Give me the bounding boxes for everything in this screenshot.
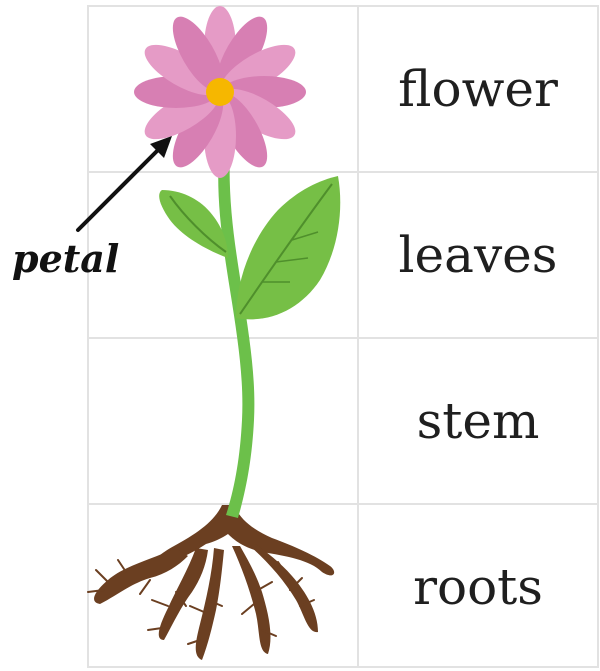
roots-illustration	[88, 505, 334, 660]
part-label-leaves: leaves	[399, 226, 558, 284]
part-label-flower: flower	[398, 60, 558, 118]
annotation-label: petal	[12, 236, 119, 281]
plant-illustration	[88, 6, 340, 660]
arrow-up-right-icon	[78, 136, 172, 230]
leaves-illustration	[159, 176, 340, 319]
stem-illustration	[218, 150, 254, 518]
part-label-stem: stem	[417, 392, 540, 450]
flower-center	[206, 78, 234, 106]
part-label-roots: roots	[413, 558, 543, 616]
grid-cell-stem-image	[88, 338, 358, 504]
